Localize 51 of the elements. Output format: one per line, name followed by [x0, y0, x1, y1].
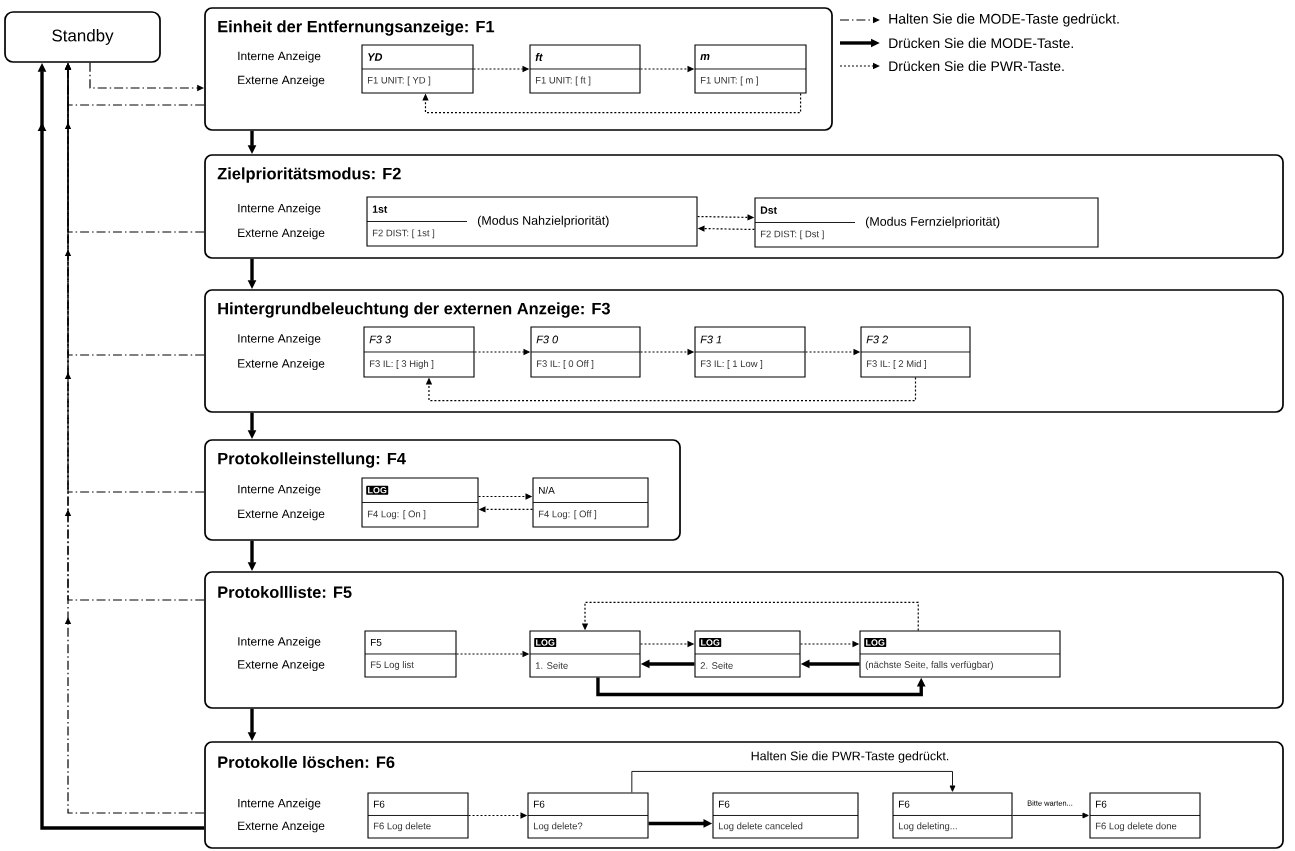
display-box: LOG F4 Log: [ On ]: [361, 477, 479, 528]
row-label: Externe Anzeige: [238, 659, 325, 672]
panel-title: Zielprioritätsmodus: F2: [217, 167, 401, 183]
arrow: [631, 771, 956, 793]
edge-label: Halten Sie die PWR-Taste gedrückt.: [749, 749, 951, 765]
row-label: Interne Anzeige: [238, 798, 321, 810]
row-label: Interne Anzeige: [238, 51, 321, 63]
display-box: F6 Log deleting...: [892, 792, 1013, 839]
row-label: Externe Anzeige: [238, 509, 325, 521]
state-box: Standby: [4, 11, 161, 63]
arrow: [425, 376, 917, 402]
display-box: N/A F4 Log: [ Off ]: [532, 477, 649, 528]
display-box: LOG 1. Seite: [529, 630, 641, 678]
display-box: F3 1 F3 IL: [ 1 Low ]: [694, 326, 806, 378]
row-label: Externe Anzeige: [238, 75, 325, 87]
display-box: YD F1 UNIT: [ YD ]: [361, 44, 474, 94]
panel-title: Einheit der Entfernungsanzeige: F1: [218, 20, 495, 36]
row-label: Interne Anzeige: [238, 333, 321, 346]
display-box: F3 0 F3 IL: [ 0 Off ]: [530, 326, 641, 378]
legend-text: Drücken Sie die MODE-Taste.: [889, 37, 1073, 49]
panel-title: Hintergrundbeleuchtung der externen Anzeige: F3: [218, 302, 610, 318]
display-box: F3 2 F3 IL: [ 2 Mid ]: [860, 326, 971, 378]
log-badge: LOG: [864, 638, 887, 647]
display-box: Dst F2 DIST: [ Dst ] (Modus Fernzielpriorität): [754, 197, 1099, 248]
display-box: F6 Log delete canceled: [712, 792, 859, 839]
display-box: LOG (nächste Seite, falls verfügbar): [859, 630, 1061, 678]
row-label: Externe Anzeige: [238, 358, 325, 371]
row-label: Interne Anzeige: [238, 203, 321, 215]
display-box: ft F1 UNIT: [ ft ]: [529, 44, 641, 94]
row-label: Interne Anzeige: [238, 484, 321, 496]
row-label: Externe Anzeige: [238, 228, 325, 240]
display-box: LOG 2. Seite: [694, 630, 801, 678]
legend-text: Drücken Sie die PWR-Taste.: [889, 60, 1064, 72]
display-box: 1st F2 DIST: [ 1st ] (Modus Nahzielpriorität): [366, 196, 698, 247]
display-box: F3 3 F3 IL: [ 3 High ]: [363, 326, 475, 378]
legend-text: Halten Sie die MODE-Taste gedrückt.: [889, 13, 1119, 27]
panel-title: Protokolle löschen: F6: [218, 755, 395, 768]
row-label: Externe Anzeige: [238, 821, 325, 833]
display-box: F6 F6 Log delete: [367, 792, 469, 839]
log-badge: LOG: [699, 638, 722, 647]
panel-title: Protokolleinstellung: F4: [218, 452, 406, 468]
log-badge: LOG: [366, 485, 389, 495]
arrow: [422, 92, 802, 114]
row-label: Interne Anzeige: [238, 636, 321, 649]
panel-title: Protokollliste: F5: [218, 585, 352, 598]
display-box: F6 F6 Log delete done: [1089, 792, 1201, 839]
display-box: F6 Log delete?: [527, 792, 649, 839]
display-box: m F1 UNIT: [ m ]: [694, 44, 807, 94]
arrow: [1012, 812, 1089, 819]
display-box: F5 F5 Log list: [364, 630, 457, 678]
log-badge: LOG: [534, 638, 557, 647]
